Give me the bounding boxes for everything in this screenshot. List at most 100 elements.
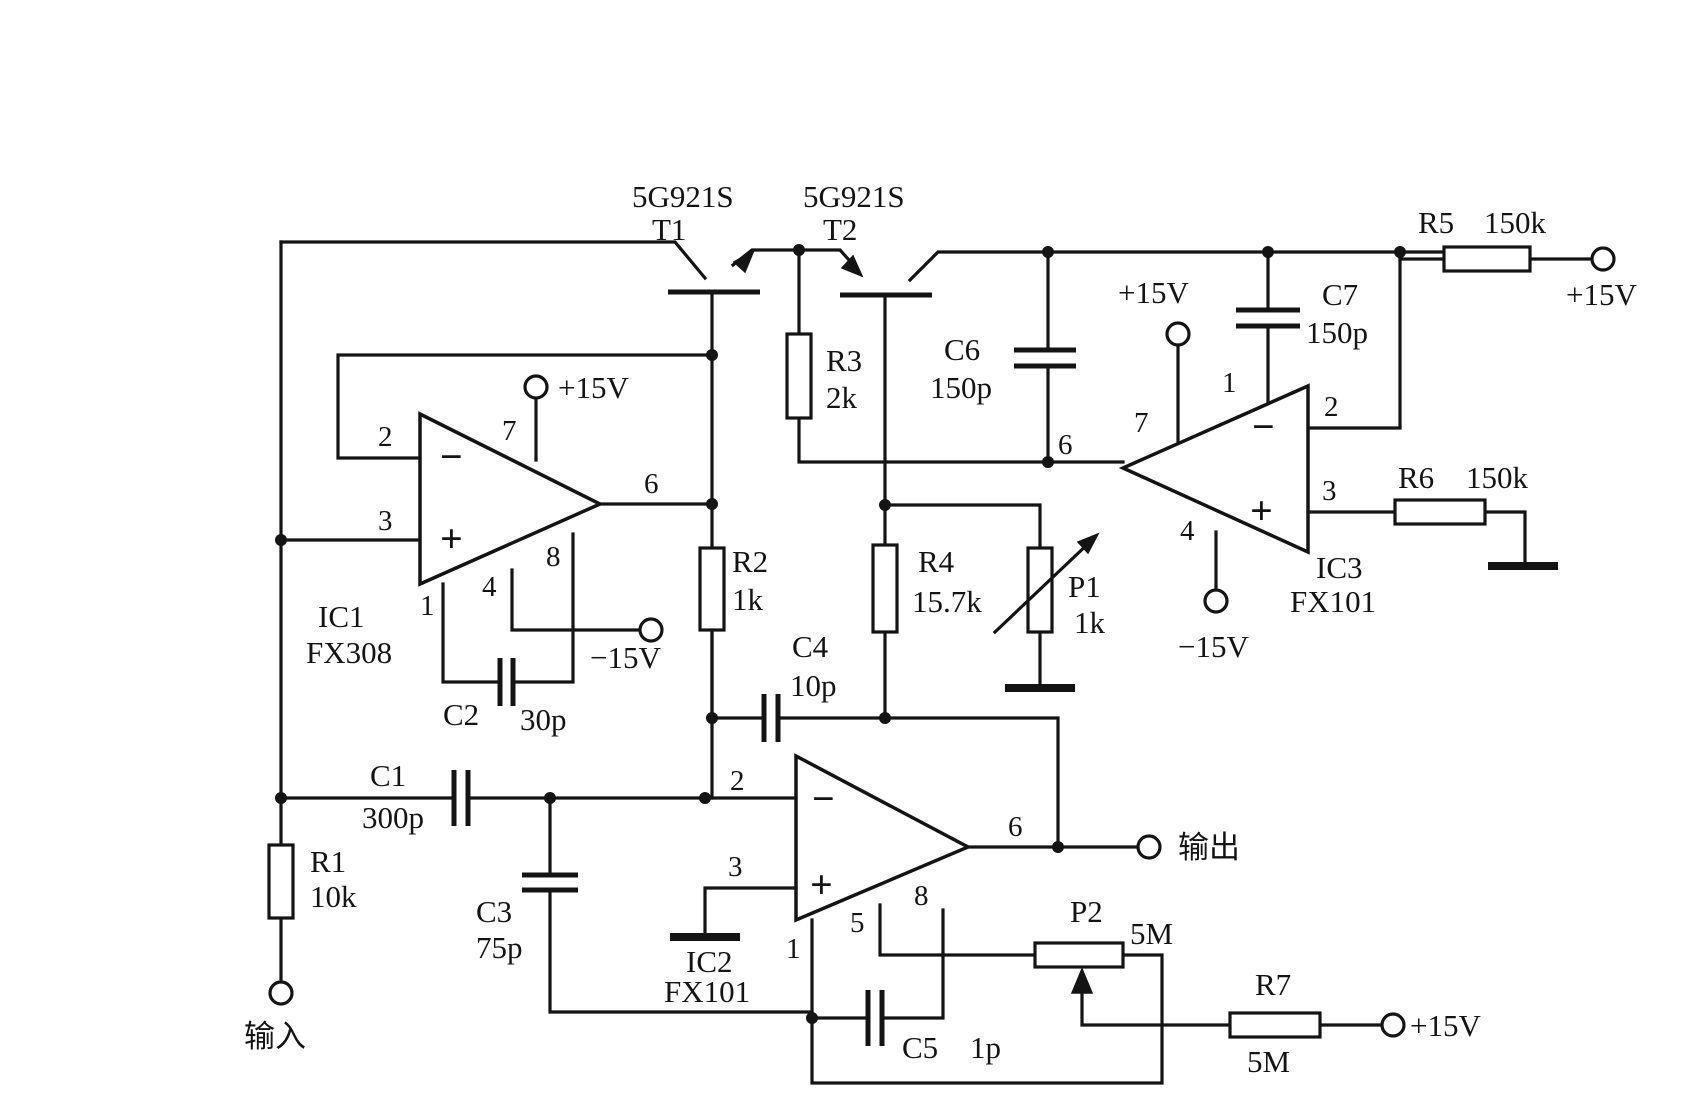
junction-dot	[1262, 246, 1274, 258]
r2-value-label: 1k	[732, 582, 764, 617]
r7-ref-label: R7	[1255, 967, 1291, 1002]
wire-ic2-comp1	[810, 918, 1164, 1085]
wire-ic2-pin5	[878, 903, 1037, 957]
resistor-r2: R2 1k	[698, 544, 768, 632]
r6-body	[1393, 498, 1487, 526]
r5-body	[1442, 245, 1532, 273]
ic3-vneg-terminal	[1203, 588, 1229, 614]
wire-ic1-feedback	[336, 353, 714, 460]
p1-ref-label: P1	[1068, 569, 1101, 604]
c7-value-label: 150p	[1306, 315, 1368, 350]
p2-body	[1033, 941, 1125, 969]
junction-dot	[879, 712, 891, 724]
junction-dot	[706, 712, 718, 724]
ic1-pin-comp1: 1	[420, 590, 435, 622]
ic3-vpos-terminal	[1165, 321, 1191, 347]
r7-body	[1228, 1011, 1322, 1039]
ic3-pin-out: 6	[1058, 429, 1073, 461]
r2-body	[698, 546, 726, 632]
r4-ref-label: R4	[918, 544, 955, 579]
junction-dot	[544, 792, 556, 804]
transistor-t2: 5G921S T2	[803, 179, 932, 298]
wire-ic1-comp1	[441, 582, 502, 684]
junction-dot	[706, 498, 718, 510]
ic1-plus-sign: +	[440, 516, 463, 561]
resistor-r7: R7 5M	[1228, 967, 1322, 1079]
ic3-pin-noninv: 3	[1322, 475, 1337, 507]
p2-wiper-arrow-icon	[1070, 967, 1094, 994]
p1-adjust-arrow-icon	[1076, 532, 1100, 555]
capacitor-c4: C4 10p	[761, 629, 837, 742]
c6-ref-label: C6	[944, 332, 980, 367]
ic2-triangle	[794, 753, 973, 923]
ic1-triangle	[418, 411, 605, 587]
p2-value-label: 5M	[1130, 916, 1173, 951]
transistor-t1: 5G921S T1	[632, 179, 760, 295]
opamp-ic1: − + 2 3 6 7 4 1 8 IC1 FX308	[306, 411, 659, 670]
ic2-pin-out: 6	[1008, 811, 1023, 843]
r5-ref-label: R5	[1418, 205, 1454, 240]
resistor-r6: R6 150k	[1393, 460, 1529, 526]
wires	[279, 240, 1594, 1085]
junction-dot	[706, 349, 718, 361]
wire-c5-right	[880, 908, 945, 1020]
t1-ref-label: T1	[652, 212, 686, 247]
wire-ic1-vneg	[510, 568, 642, 632]
t1-emitter-arrow-icon	[732, 248, 756, 274]
ic2-ref-label: IC2	[686, 944, 733, 979]
wire-rail-to-t1-collector	[279, 240, 708, 281]
t1-part-label: 5G921S	[632, 179, 734, 214]
c2-ref-label: C2	[443, 697, 479, 732]
input-terminal	[268, 980, 294, 1006]
p1-value-label: 1k	[1074, 605, 1106, 640]
ic3-ref-label: IC3	[1316, 550, 1363, 585]
r7-value-label: 5M	[1247, 1044, 1290, 1079]
junction-dot	[879, 499, 891, 511]
r5-value-label: 150k	[1484, 205, 1547, 240]
junctions	[275, 244, 1406, 1024]
t2-part-label: 5G921S	[803, 179, 905, 214]
ic1-pin-comp8: 8	[546, 541, 561, 573]
terminals: +15V −15V +15V −15V +15V +15V 输入 输出	[244, 246, 1637, 1054]
resistor-r5: R5 150k	[1418, 205, 1547, 273]
input-label: 输入	[244, 1019, 306, 1054]
r1-body	[267, 843, 295, 920]
ic3-vpos-label: +15V	[1118, 275, 1189, 310]
t2-emitter-arrow-icon	[840, 254, 864, 278]
ic2-part-label: FX101	[664, 974, 750, 1009]
wire-p2-wiper	[1080, 991, 1232, 1027]
resistor-r3: R3 2k	[785, 332, 862, 420]
opamp-ic2: − + 2 3 6 1 5 8 IC2 FX101	[664, 753, 1023, 1009]
t2-ref-label: T2	[823, 212, 857, 247]
ic1-pin-inv: 2	[378, 421, 393, 453]
ic2-minus-sign: −	[812, 776, 835, 821]
r1-value-label: 10k	[310, 879, 357, 914]
capacitor-c7: C7 150p	[1236, 277, 1368, 350]
wire-p1-top	[883, 503, 1042, 550]
potentiometer-p2: P2 5M	[1033, 894, 1173, 994]
r7-supply-label: +15V	[1410, 1008, 1481, 1043]
wire-ic1-comp8	[511, 532, 575, 684]
r1-ref-label: R1	[310, 844, 346, 879]
ic1-part-label: FX308	[306, 635, 392, 670]
resistor-r1: R1 10k	[267, 843, 357, 920]
junction-dot	[275, 534, 287, 546]
r3-ref-label: R3	[826, 343, 862, 378]
ic2-pin-inv: 2	[730, 765, 745, 797]
ic3-minus-sign: −	[1252, 404, 1275, 449]
ic1-pin-vneg: 4	[482, 571, 497, 603]
ic3-plus-sign: +	[1250, 488, 1273, 533]
ic1-vpos-terminal	[523, 374, 549, 400]
ic3-pin-vneg: 4	[1180, 515, 1195, 547]
wire-c3-bottom	[548, 888, 814, 1014]
wire-r3-to-ic3-out	[797, 416, 1125, 464]
ic1-pin-noninv: 3	[378, 505, 393, 537]
wire-t2-collector-rail	[907, 250, 1446, 283]
ic1-vneg-terminal	[638, 617, 664, 643]
c5-ref-label: C5	[902, 1030, 938, 1065]
capacitor-c1: C1 300p	[362, 758, 471, 835]
wire-ic3-inv	[1306, 250, 1402, 430]
junction-dot	[1042, 246, 1054, 258]
ic2-pin-noninv: 3	[728, 851, 743, 883]
